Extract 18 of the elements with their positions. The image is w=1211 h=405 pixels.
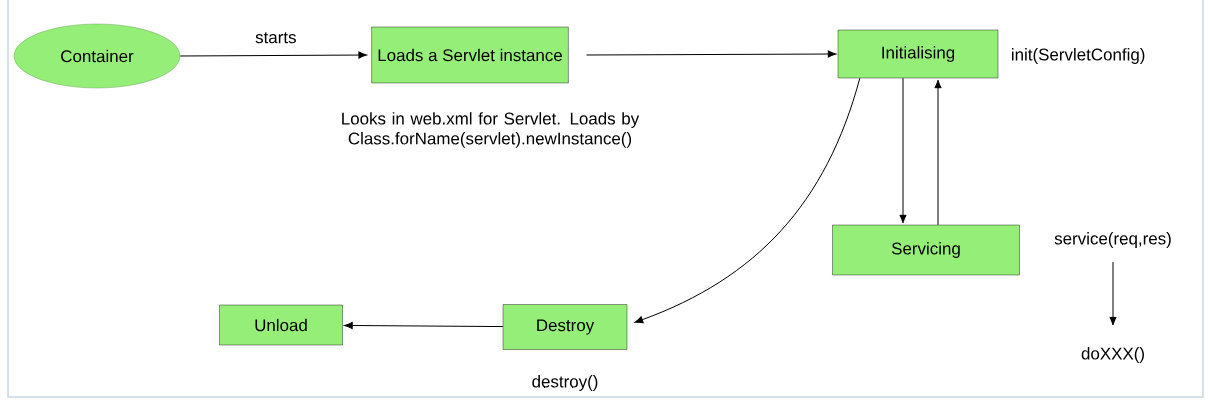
process-box: Servicing — [832, 224, 1020, 276]
method-label: doXXX() — [1081, 347, 1144, 363]
arrow — [899, 77, 907, 224]
note-text: Looks in web.xml for Servlet. Loads by Class.forName(servlet).newInstance() — [342, 112, 640, 148]
arrow — [934, 79, 942, 226]
edge-label: starts — [253, 30, 299, 46]
process-box: Destroy — [502, 304, 628, 350]
arrow — [586, 50, 837, 58]
process-box: Unload — [219, 304, 343, 346]
process-box: Initialising — [837, 29, 999, 79]
arrow — [179, 51, 367, 59]
method-label: destroy() — [532, 375, 598, 391]
arrow — [1109, 261, 1117, 326]
method-label: init(ServletConfig) — [1012, 48, 1145, 64]
method-label: service(req,res) — [1054, 232, 1171, 248]
arrow — [634, 77, 861, 324]
process-box: Loads a Servlet instance — [371, 26, 569, 84]
arrow — [344, 321, 504, 330]
